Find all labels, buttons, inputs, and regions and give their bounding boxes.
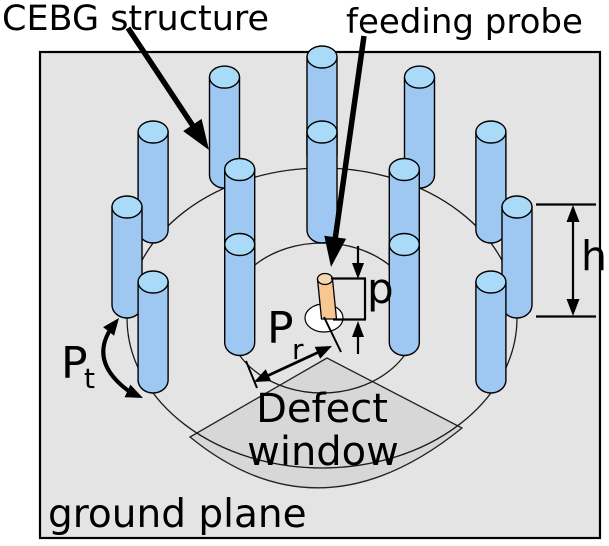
pr-dimension [245, 316, 342, 389]
cylinder-post-cap [388, 157, 420, 182]
cylinder-post-cap [137, 120, 169, 144]
pr-dim-center-tick [323, 316, 342, 353]
cylinder-post-cap [403, 65, 436, 89]
defect-window-label-line1: Defect [256, 386, 388, 432]
h-dim-up-arrowhead [566, 205, 580, 222]
pr-dim-outer-tick [245, 360, 258, 389]
p-dim-up-arrowhead [352, 321, 364, 337]
cylinder-post-cap [475, 120, 507, 144]
cylinder-post-cap [223, 232, 256, 257]
p-dim-label: p [367, 264, 394, 313]
cylinder-post-cap [111, 195, 143, 219]
cylinder-post-cap [306, 120, 338, 144]
cylinder-post-cap [475, 270, 507, 294]
cebg-arrow-icon [125, 26, 209, 150]
feeding-probe [316, 272, 338, 320]
cylinder-post-cap [208, 65, 241, 89]
defect-window-sector [188, 357, 464, 489]
pr-dim-label-sub: r [292, 333, 304, 366]
p-dim-down-arrowhead [352, 263, 364, 279]
feeding-probe-label: feeding probe [346, 2, 583, 42]
pt-dimension [101, 318, 143, 398]
cylinder-post-cap [306, 45, 338, 69]
defect-window-label-line2: window [247, 429, 399, 475]
feeding-probe-arrow-icon [324, 35, 367, 267]
pt-dim-label-main: P [61, 338, 88, 389]
pr-dim-right-arrowhead [314, 346, 332, 359]
cylinder-post-body [475, 281, 507, 394]
cylinder-post-cap [223, 157, 256, 182]
cylinder-post-body [388, 243, 420, 357]
h-dimension [536, 203, 596, 318]
cylinder-posts [111, 45, 533, 394]
pr-dim-label-main: P [267, 303, 294, 354]
pr-dim-shaft [265, 350, 321, 378]
annotations [101, 26, 596, 398]
cebg-arrow-shaft [125, 26, 198, 131]
pr-dim-left-arrowhead [254, 369, 272, 382]
cylinder-post-body [224, 243, 256, 357]
pt-dim-top-arrowhead [103, 318, 119, 336]
cylinder-post-body [137, 281, 169, 394]
ground-plane-label: ground plane [48, 492, 307, 537]
feeding-probe-cap [316, 272, 334, 286]
pt-dim-bottom-arrowhead [124, 384, 143, 398]
h-dim-label: h [581, 232, 607, 280]
p-dimension [331, 246, 367, 354]
feeding-probe-body [316, 278, 338, 320]
cylinder-post-cap [501, 195, 533, 219]
pt-dim-label-sub: t [84, 362, 95, 395]
cylinder-post-body [306, 131, 338, 244]
h-dim-down-arrowhead [566, 299, 580, 316]
feeding-probe-arrow-shaft [332, 35, 367, 241]
cylinder-post-cap [137, 270, 169, 294]
cebg-arrow-head [183, 118, 209, 150]
cylinder-post-cap [388, 232, 420, 257]
cebg-structure-label: CEBG structure [2, 0, 269, 39]
feeding-probe-arrow-head [324, 235, 347, 267]
pt-dim-curve [101, 325, 132, 394]
